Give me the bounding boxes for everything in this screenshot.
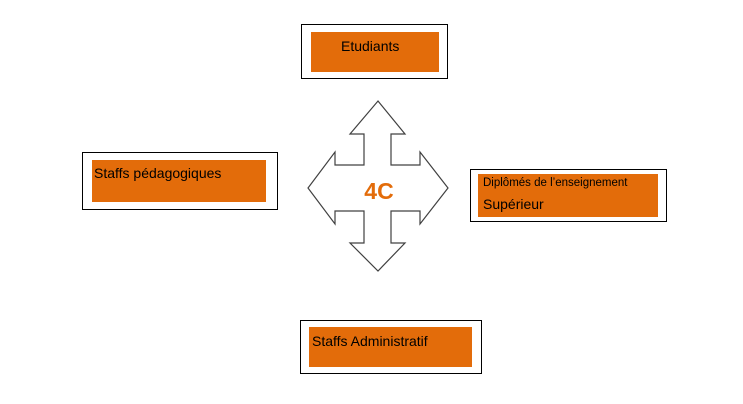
center-label: 4C [364,178,393,204]
node-etudiants-label: Etudiants [311,32,439,72]
node-diplomes-line1: Diplômés de l’enseignement [483,177,628,189]
node-staffs-pedagogiques: Staffs pédagogiques [82,152,278,210]
node-etudiants: Etudiants [301,24,448,79]
four-way-arrow-shape [307,100,449,272]
node-staffs-pedagogiques-label: Staffs pédagogiques [92,160,266,202]
node-diplomes: Diplômés de l’enseignement Supérieur [470,169,667,222]
node-diplomes-label: Diplômés de l’enseignement Supérieur [478,174,658,217]
node-staffs-administratif: Staffs Administratif [300,320,482,374]
node-staffs-administratif-label: Staffs Administratif [309,327,472,367]
node-diplomes-line2: Supérieur [483,195,544,212]
